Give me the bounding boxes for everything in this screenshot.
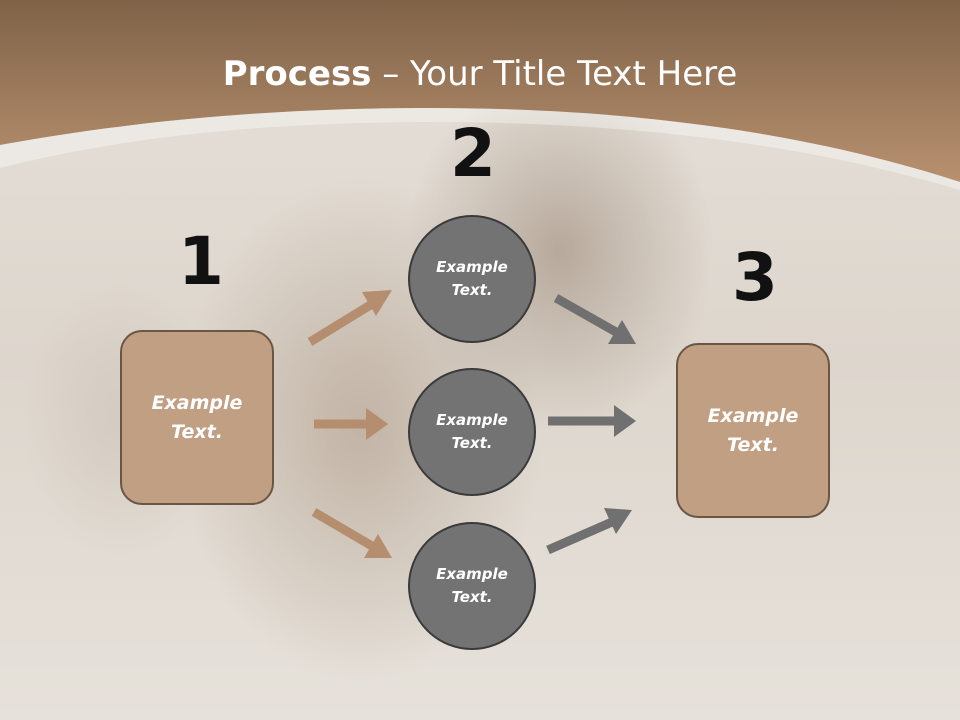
slide-title: Process – Your Title Text Here xyxy=(0,52,960,96)
step-number-1: 1 xyxy=(178,223,224,300)
arrow-bottom-to-right-head xyxy=(604,508,632,534)
arrow-left-to-middle-head xyxy=(366,408,388,440)
title-rest: – Your Title Text Here xyxy=(371,54,738,94)
arrow-middle-to-right-head xyxy=(614,405,636,437)
circle-middle-label: Example Text. xyxy=(436,411,508,452)
circle-middle: Example Text. xyxy=(408,368,536,496)
left-step-label: Example Text. xyxy=(151,391,243,443)
arrow-top-to-right xyxy=(553,294,619,336)
left-step-box: Example Text. xyxy=(120,330,274,505)
circle-top-label: Example Text. xyxy=(436,258,508,299)
header-band xyxy=(0,0,960,190)
arrow-left-to-top-head xyxy=(362,290,392,316)
step-number-3: 3 xyxy=(732,239,778,316)
right-step-label: Example Text. xyxy=(707,404,799,456)
circle-bottom: Example Text. xyxy=(408,522,536,650)
arrow-left-to-bottom-head xyxy=(364,534,392,558)
step-number-2: 2 xyxy=(450,115,496,192)
arrow-top-to-right-head xyxy=(608,320,636,344)
arrow-left-to-top xyxy=(307,300,375,346)
title-bold: Process xyxy=(222,54,372,94)
circle-top: Example Text. xyxy=(408,215,536,343)
right-step-box: Example Text. xyxy=(676,343,830,518)
circle-bottom-label: Example Text. xyxy=(436,565,508,606)
arrow-left-to-bottom xyxy=(311,508,375,550)
arrow-bottom-to-right xyxy=(546,517,614,555)
